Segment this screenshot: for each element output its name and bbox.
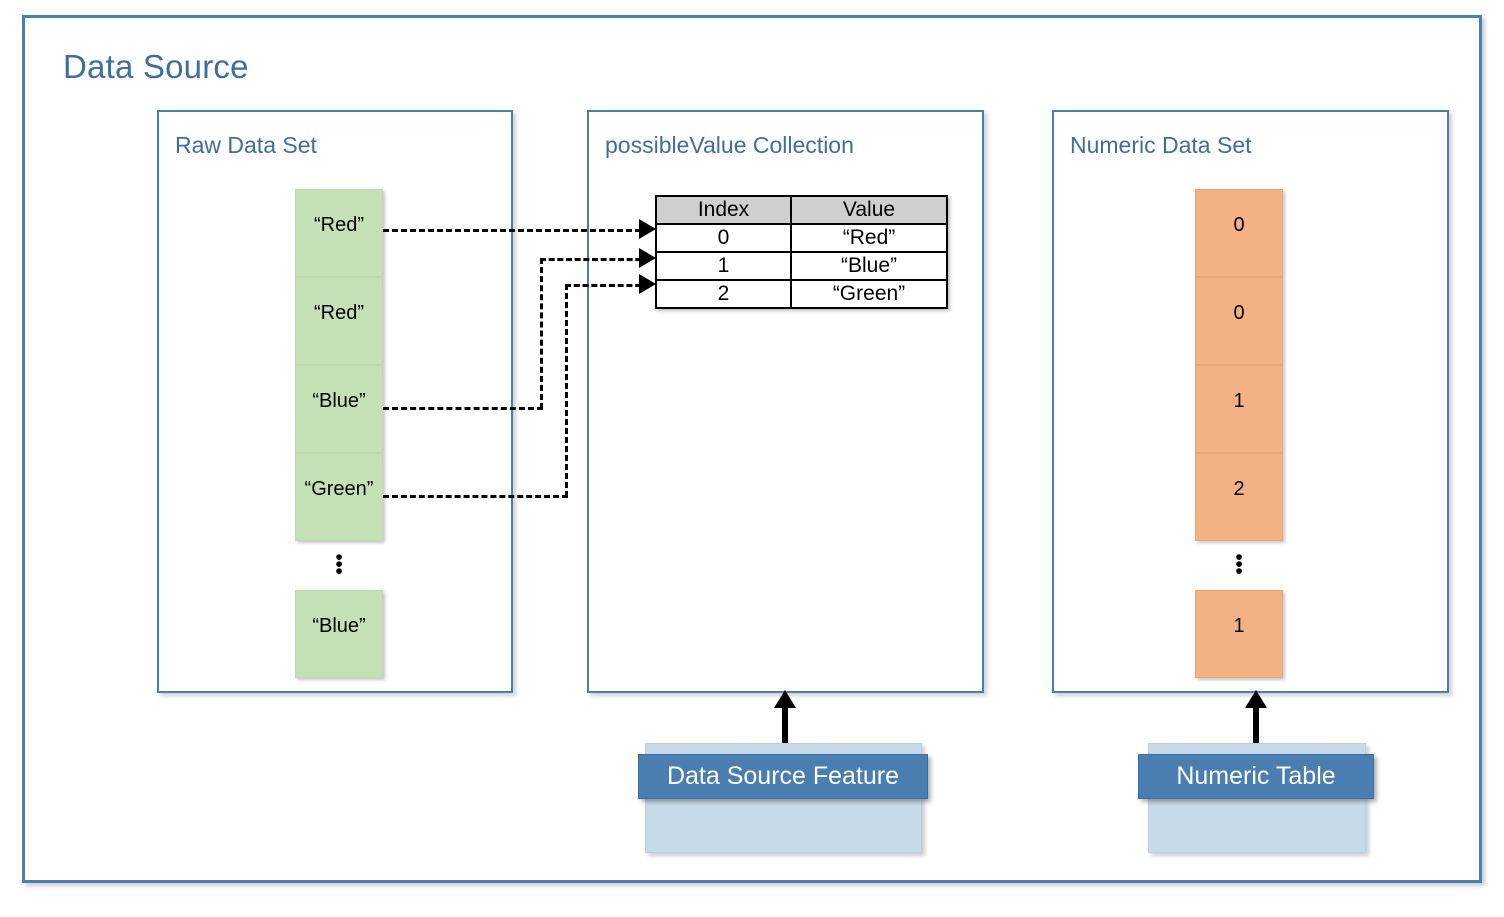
cell-value: “Green” (790, 279, 948, 309)
column-header-index: Index (655, 195, 792, 225)
connector-blue-segment-out (383, 407, 543, 410)
panel-possible-value-title: possibleValue Collection (605, 132, 854, 158)
column-header-value: Value (790, 195, 948, 225)
numeric-cell-label: 2 (1233, 477, 1245, 500)
connector-arrow-index-2 (639, 274, 656, 294)
raw-cell: “Blue” (295, 365, 383, 453)
callout-label: Data Source Feature (666, 762, 900, 790)
callout-arrow-shaft-numeric-table (1253, 705, 1259, 755)
raw-cell: “Red” (295, 189, 383, 277)
cell-index: 0 (655, 223, 792, 253)
raw-cell-label: “Blue” (312, 389, 366, 412)
raw-cell-label: “Red” (313, 213, 364, 236)
possible-value-table: Index Value 0 “Red” 1 “Blue” 2 “Green” (655, 195, 948, 309)
numeric-cell-trailing: 1 (1195, 590, 1283, 678)
cell-value: “Red” (790, 223, 948, 253)
connector-arrow-index-0 (639, 219, 656, 239)
cell-value: “Blue” (790, 251, 948, 281)
callout-numeric-table[interactable]: Numeric Table (1138, 754, 1374, 799)
cell-index: 2 (655, 279, 792, 309)
table-header-row: Index Value (655, 195, 948, 225)
connector-green-segment-up (565, 284, 568, 497)
numeric-cell-label: 1 (1233, 389, 1245, 412)
table-row: 1 “Blue” (655, 251, 948, 281)
raw-cell-trailing: “Blue” (295, 590, 383, 678)
callout-arrow-head-numeric-table (1245, 690, 1267, 708)
callout-label: Numeric Table (1176, 762, 1336, 790)
connector-arrow-index-1 (639, 248, 656, 268)
panel-raw-data-set-title: Raw Data Set (175, 132, 317, 158)
raw-cell: “Green” (295, 453, 383, 541)
numeric-cell: 1 (1195, 365, 1283, 453)
numeric-cell-label: 1 (1233, 614, 1245, 637)
connector-blue-segment-up (540, 258, 543, 409)
callout-arrow-shaft-data-source-feature (782, 705, 788, 755)
raw-cell: “Red” (295, 277, 383, 365)
callout-arrow-head-data-source-feature (774, 690, 796, 708)
panel-numeric-data-set-title: Numeric Data Set (1070, 132, 1252, 158)
numeric-cell-label: 0 (1233, 213, 1245, 236)
data-source-container: Data Source Raw Data Set “Red” “Red” “Bl… (22, 15, 1482, 883)
connector-green-segment-out (383, 495, 568, 498)
raw-cell-label: “Green” (304, 477, 374, 500)
raw-cell-label: “Red” (313, 301, 364, 324)
table-row: 2 “Green” (655, 279, 948, 309)
numeric-cell-label: 0 (1233, 301, 1245, 324)
connector-red-to-index-0 (383, 229, 650, 232)
raw-cell-label: “Blue” (312, 614, 366, 637)
numeric-cell: 0 (1195, 189, 1283, 277)
numeric-cell: 2 (1195, 453, 1283, 541)
connector-green-segment-in (565, 284, 650, 287)
page-title: Data Source (63, 48, 249, 85)
raw-ellipsis: ••• (335, 546, 343, 583)
connector-blue-segment-in (540, 258, 650, 261)
table-row: 0 “Red” (655, 223, 948, 253)
callout-data-source-feature[interactable]: Data Source Feature (638, 754, 928, 799)
numeric-cell: 0 (1195, 277, 1283, 365)
cell-index: 1 (655, 251, 792, 281)
numeric-ellipsis: ••• (1235, 546, 1243, 583)
